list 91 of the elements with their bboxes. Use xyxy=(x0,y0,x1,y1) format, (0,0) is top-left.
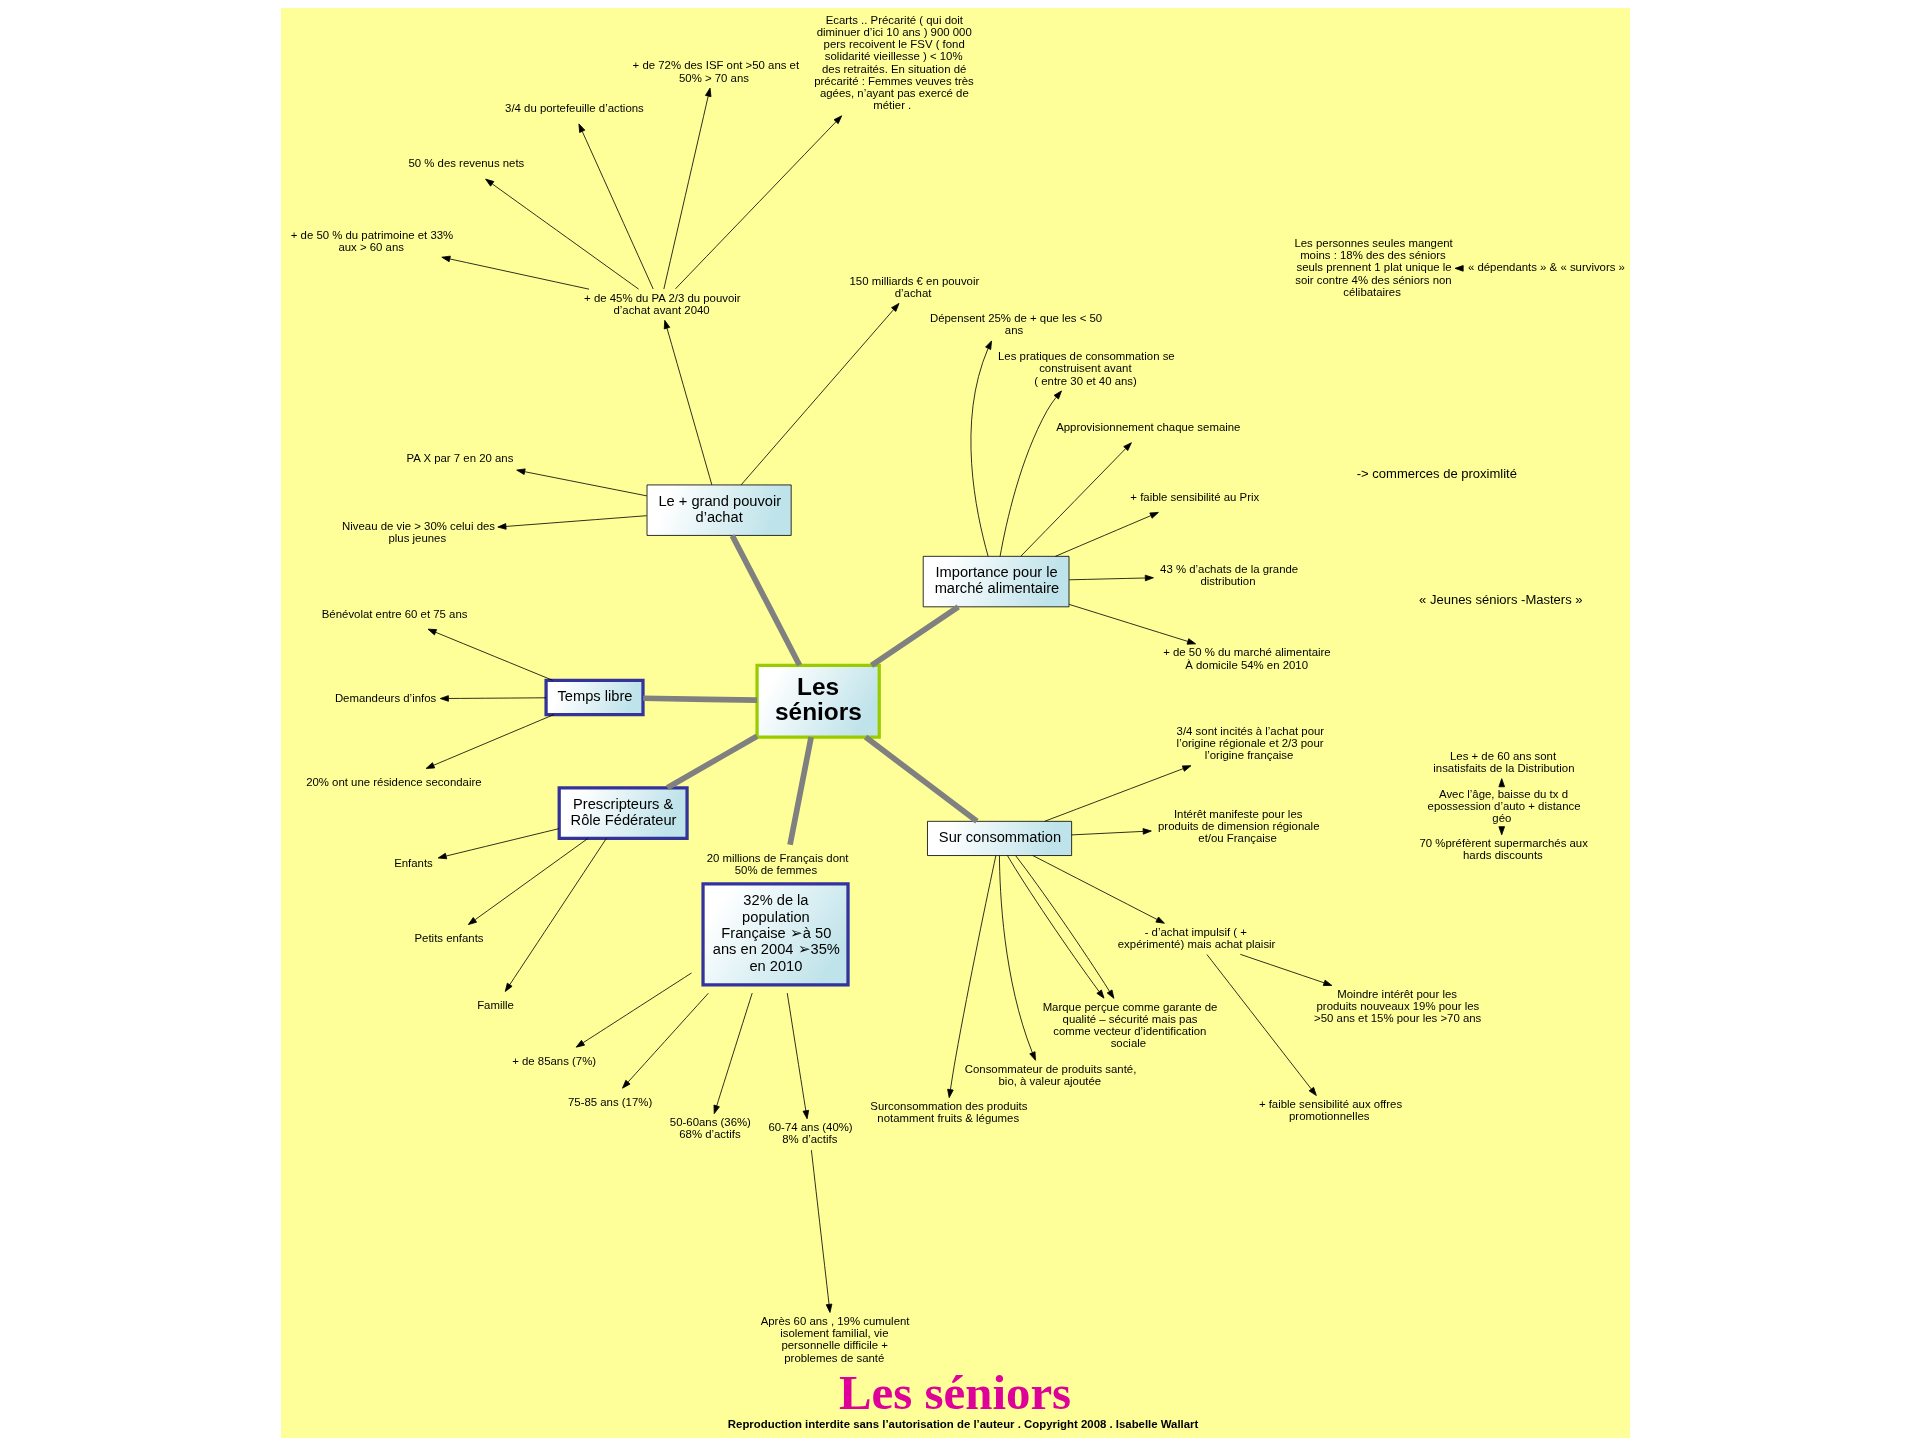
node-text: + de 85ans (7%) xyxy=(511,1054,596,1067)
connector xyxy=(869,604,960,668)
node-text: 70 %préfèrent supermarchés aux hards discounts xyxy=(1418,837,1588,862)
arrow xyxy=(425,714,554,769)
connector xyxy=(729,534,802,667)
arrow xyxy=(674,115,842,290)
connector xyxy=(665,733,758,791)
arrow xyxy=(786,992,809,1120)
node-text: Après 60 ans , 19% cumulent isolement familial, vie personnelle difficile + problemes de santé xyxy=(760,1314,909,1364)
arrow xyxy=(1014,855,1114,999)
node-text: Bénévolat entre 60 et 75 ans xyxy=(321,607,467,620)
arrow xyxy=(1068,604,1196,645)
node-text: Les + de 60 ans sont insatisfaits de la Distribution xyxy=(1432,750,1574,775)
arrow xyxy=(1019,442,1132,557)
arrow xyxy=(1070,828,1152,836)
node-text: Moindre intérêt pour les produits nouveaux 19% pour les >50 ans et 15% pour les >70 ans xyxy=(1313,987,1481,1025)
node-text: 20% ont une résidence secondaire xyxy=(305,776,482,789)
diagram-title: Les séniors xyxy=(838,1365,1071,1421)
node-text: Dépensent 25% de + que les < 50 ans xyxy=(929,312,1102,337)
arrow xyxy=(1043,765,1191,822)
arrow xyxy=(1205,954,1317,1096)
node-box: Prescripteurs & Rôle Fédérateur xyxy=(557,786,689,840)
arrow xyxy=(999,390,1062,557)
connector xyxy=(786,736,814,846)
node-text: + de 50 % du patrimoine et 33% aux > 60 ans xyxy=(290,228,453,253)
connector xyxy=(863,734,979,824)
node-text: Enfants xyxy=(393,857,433,870)
label: -> commerces de proximlité xyxy=(1356,466,1517,482)
node-box: Temps libre xyxy=(543,678,645,717)
arrow xyxy=(740,303,899,486)
node-text: 75-85 ans (17%) xyxy=(567,1096,652,1109)
arrow xyxy=(496,515,647,530)
arrow xyxy=(427,628,553,681)
node-text: + de 50 % du marché alimentaire À domicile 54% en 2010 xyxy=(1162,646,1331,671)
node-text: + faible sensibilité aux offres promotionnelles xyxy=(1258,1098,1402,1123)
arrow xyxy=(440,255,589,290)
node-text: Avec l’âge, baisse du tx d epossession d’auto + distance géo xyxy=(1427,787,1581,824)
node-text: + de 45% du PA 2/3 du pouvoir d’achat avant 2040 xyxy=(583,291,741,316)
node-text: + faible sensibilité au Prix xyxy=(1129,490,1259,503)
node-text: Niveau de vie > 30% celui des plus jeunes xyxy=(341,520,495,545)
node-text: Demandeurs d’infos xyxy=(334,691,436,704)
connector xyxy=(642,695,757,703)
node-text: Marque perçue comme garante de qualité – sécurité mais pas comme vecteur d’identification sociale xyxy=(1042,1000,1217,1050)
node-text: 43 % d’achats de la grande distribution xyxy=(1159,562,1298,588)
label: « Jeunes séniors -Masters » xyxy=(1418,591,1583,607)
node-text: - d’achat impulsif ( + expérimenté) mais achat plaisir xyxy=(1117,925,1275,950)
arrow xyxy=(621,992,709,1089)
node-text: Petits enfants xyxy=(414,932,484,945)
arrow xyxy=(467,838,588,925)
arrow xyxy=(504,837,607,992)
arrow xyxy=(663,319,712,486)
arrow xyxy=(1068,574,1154,582)
node-text: 3/4 sont incités à l’achat pour l’origine régionale et 2/3 pour l’origine française xyxy=(1176,724,1324,762)
node-text: Les pratiques de consommation se construisent avant ( entre 30 et 40 ans) xyxy=(997,350,1175,387)
arrow xyxy=(575,972,692,1048)
node-box: Le + grand pouvoir d’achat xyxy=(646,484,792,536)
arrow xyxy=(970,340,992,557)
node-text: Consommateur de produits santé, bio, à valeur ajoutée xyxy=(964,1062,1136,1087)
arrow xyxy=(810,1149,832,1313)
node-text: 150 milliards € en pouvoir d’achat xyxy=(848,274,979,299)
node-text: 60-74 ans (40%) 8% d’actifs xyxy=(767,1121,853,1146)
arrow xyxy=(1054,512,1159,557)
arrow xyxy=(437,828,559,860)
arrow xyxy=(713,992,753,1115)
node-text: Les personnes seules mangent moins : 18% des des séniors seuls prennent 1 plat unique le soir contre 4% des séniors non célibataires xyxy=(1293,236,1453,298)
node-text: Intérêt manifeste pour les produits de dimension régionale et/ou Française xyxy=(1157,807,1319,845)
node-text: PA X par 7 en 20 ans xyxy=(406,451,513,464)
arrow xyxy=(1032,855,1165,924)
node-text: 50 % des revenus nets xyxy=(407,157,524,170)
arrow xyxy=(662,87,711,290)
arrow xyxy=(577,123,654,290)
node-text: + de 72% des ISF ont >50 ans et 50% > 70 ans xyxy=(632,59,799,84)
arrow xyxy=(484,178,639,290)
node-text: Famille xyxy=(476,999,514,1012)
node-text: « dépendants » & « survivors » xyxy=(1467,261,1625,274)
arrow xyxy=(515,468,647,497)
node-text: Ecarts .. Précarité ( qui doit diminuer d’ici 10 ans ) 900 000 pers recoivent le FSV ( fond solidarité vieillesse ) < 10% des retraités. En situation dé précarité : Femmes veuves très agées, n’ayant pas exercé de métier . xyxy=(813,13,974,112)
caption: Reproduction interdite sans l’autorisation de l’auteur . Copyright 2008 . Isabelle Wallart xyxy=(727,1418,1198,1431)
arrow xyxy=(1239,953,1332,986)
node-box: Importance pour le marché alimentaire xyxy=(922,555,1069,608)
node-box: Les séniors xyxy=(754,663,881,739)
node-box: Sur consommation xyxy=(926,820,1072,856)
node-text: Surconsommation des produits notamment fruits & légumes xyxy=(869,1100,1027,1125)
node-text: Approvisionnement chaque semaine xyxy=(1055,420,1240,433)
arrow xyxy=(1006,855,1104,999)
arrow xyxy=(439,695,546,702)
node-text: 3/4 du portefeuille d’actions xyxy=(504,102,644,115)
node-label: 20 millions de Français dont 50% de femmes xyxy=(706,852,849,877)
node-text: 50-60ans (36%) 68% d’actifs xyxy=(669,1116,751,1141)
arrow xyxy=(998,855,1036,1061)
arrow xyxy=(946,855,996,1099)
